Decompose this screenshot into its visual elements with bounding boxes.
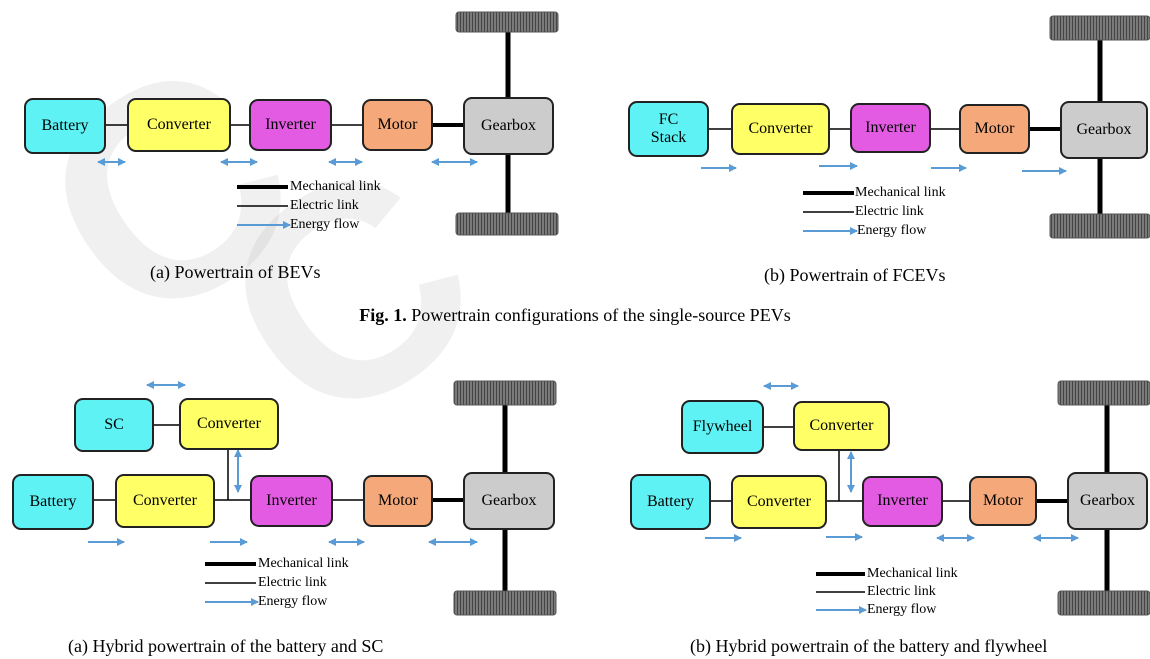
legend-energy-label: Energy flow [857, 223, 927, 238]
figure-label: Fig. 1. [359, 305, 407, 325]
wheel-icon [453, 380, 557, 406]
wheel-icon [1057, 380, 1150, 406]
diagram-b1-wiring [701, 15, 1150, 239]
gearbox-block: Gearbox [1060, 101, 1148, 159]
motor-block: Motor [959, 104, 1030, 154]
wheel-icon [455, 212, 559, 236]
motor-block: Motor [969, 476, 1037, 526]
legend-electric-label: Electric link [290, 198, 359, 213]
caption-b2: (b) Hybrid powertrain of the battery and… [690, 636, 1048, 656]
fc-stack-block: FC Stack [628, 101, 709, 157]
legend-electric-label: Electric link [258, 575, 327, 590]
inverter-block: Inverter [850, 103, 931, 153]
aux-converter-block: Converter [793, 401, 890, 451]
caption-a1: (a) Powertrain of BEVs [150, 262, 321, 282]
flywheel-block: Flywheel [681, 400, 764, 454]
converter-block: Converter [731, 103, 830, 155]
legend-energy-label: Energy flow [290, 217, 360, 232]
motor-block: Motor [362, 99, 433, 151]
legend-mechanical-label: Mechanical link [855, 185, 946, 200]
diagram-a2-wiring [88, 380, 557, 616]
legend-energy-label: Energy flow [867, 602, 937, 617]
wheel-icon [1049, 213, 1150, 239]
legend-electric-label: Electric link [867, 584, 936, 599]
battery-block: Battery [24, 98, 106, 154]
wheel-icon [453, 590, 557, 616]
gearbox-block: Gearbox [463, 97, 554, 155]
wheel-icon [455, 11, 559, 33]
aux-converter-block: Converter [179, 398, 279, 450]
battery-block: Battery [12, 474, 94, 530]
caption-b1: (b) Powertrain of FCEVs [764, 265, 946, 285]
wheel-icon [1057, 590, 1150, 616]
converter-block: Converter [115, 474, 215, 528]
legend-electric-label: Electric link [855, 204, 924, 219]
inverter-block: Inverter [249, 99, 332, 151]
legend-mechanical-label: Mechanical link [867, 566, 958, 581]
inverter-block: Inverter [250, 475, 333, 527]
sc-block: SC [74, 398, 154, 452]
legend-mechanical-label: Mechanical link [290, 179, 381, 194]
motor-block: Motor [363, 475, 433, 527]
battery-block: Battery [630, 474, 711, 530]
inverter-block: Inverter [862, 476, 943, 527]
fc-stack-line1: FC [658, 110, 679, 128]
figure-caption: Fig. 1. Powertrain configurations of the… [0, 305, 1150, 326]
wheel-icon [1049, 15, 1150, 41]
legend-energy-label: Energy flow [258, 594, 328, 609]
legend-mechanical-label: Mechanical link [258, 556, 349, 571]
gearbox-block: Gearbox [463, 472, 555, 530]
figure-caption-text: Powertrain configurations of the single-… [406, 305, 791, 325]
converter-block: Converter [731, 475, 827, 529]
gearbox-block: Gearbox [1067, 472, 1148, 530]
fc-stack-line2: Stack [650, 129, 687, 146]
converter-block: Converter [127, 98, 231, 152]
caption-a2: (a) Hybrid powertrain of the battery and… [68, 636, 384, 656]
